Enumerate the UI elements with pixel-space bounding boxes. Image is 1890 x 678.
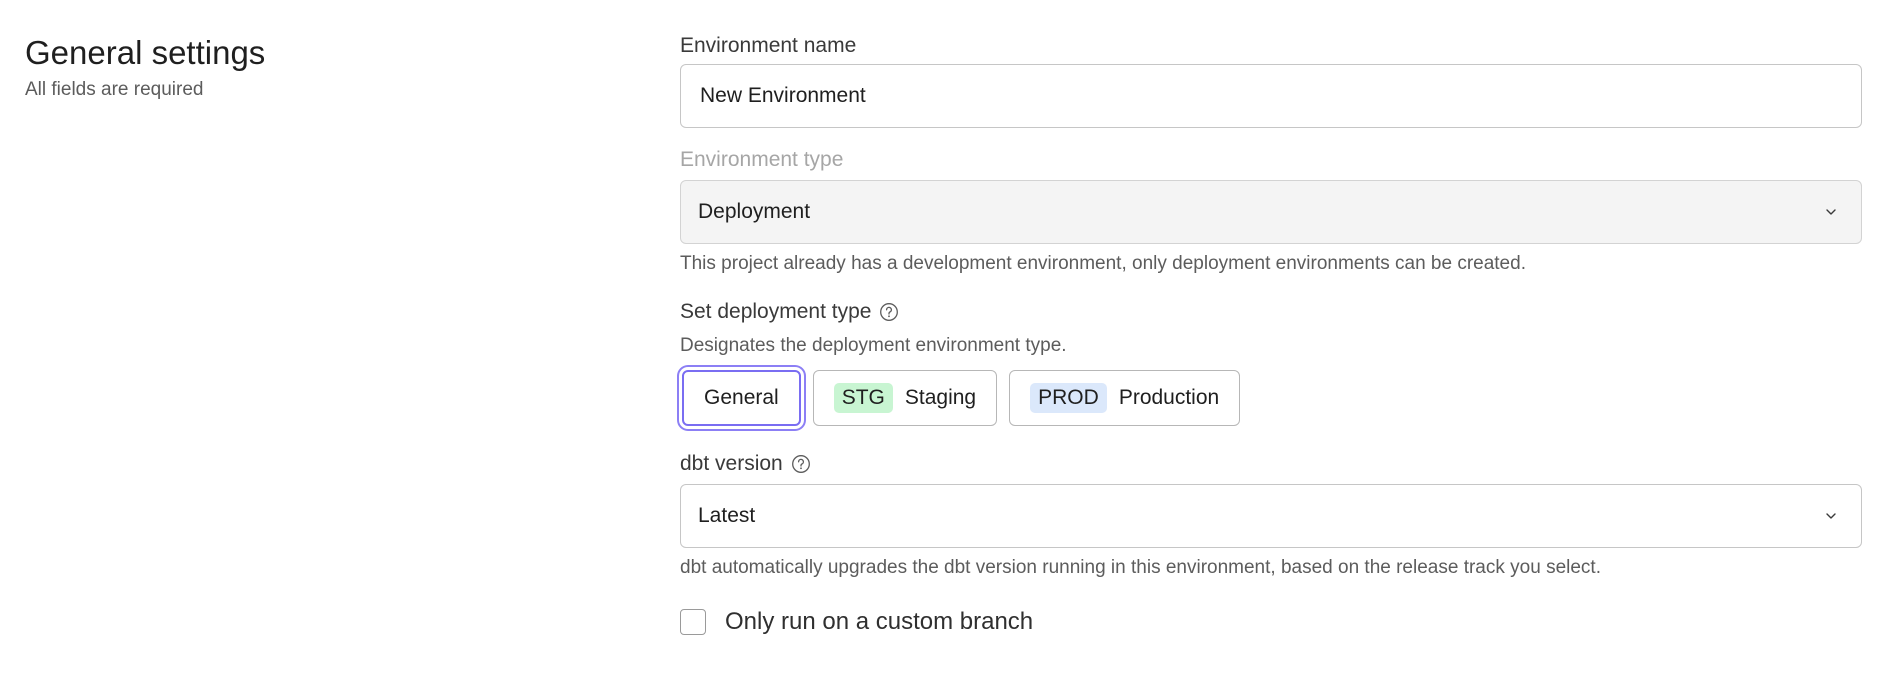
section-title: General settings <box>25 34 266 71</box>
staging-chip: STG <box>833 383 893 413</box>
environment-type-group: Environment type Deployment This project… <box>680 144 1862 276</box>
dbt-version-label: dbt version <box>680 452 783 475</box>
deployment-type-label-row: Set deployment type <box>680 296 1860 328</box>
dbt-version-help: dbt automatically upgrades the dbt versi… <box>680 557 1601 578</box>
question-circle-icon[interactable] <box>791 454 811 474</box>
section-subtitle: All fields are required <box>25 79 204 100</box>
deployment-type-staging-button[interactable]: STG Staging <box>812 370 998 426</box>
environment-type-select: Deployment <box>680 180 1862 244</box>
environment-type-value: Deployment <box>698 200 811 223</box>
custom-branch-label[interactable]: Only run on a custom branch <box>725 608 1034 635</box>
chevron-down-icon <box>1824 509 1838 523</box>
deployment-type-description: Designates the deployment environment ty… <box>680 335 1067 356</box>
dbt-version-select[interactable]: Latest <box>680 484 1862 548</box>
custom-branch-checkbox[interactable] <box>680 609 706 635</box>
chevron-down-icon <box>1824 205 1838 219</box>
custom-branch-row: Only run on a custom branch <box>680 608 1860 636</box>
deployment-type-options: General STG Staging PROD Production <box>680 370 1860 426</box>
deployment-type-general-button[interactable]: General <box>682 370 801 426</box>
environment-type-label: Environment type <box>680 148 844 171</box>
deployment-type-label: Set deployment type <box>680 300 872 323</box>
section-header: General settings All fields are required <box>25 30 265 102</box>
deployment-type-group: Set deployment type Designates the deplo… <box>680 296 1860 426</box>
environment-name-label: Environment name <box>680 34 857 57</box>
deployment-type-general-label: General <box>704 386 779 409</box>
dbt-version-group: dbt version Latest dbt automatically upg… <box>680 448 1862 580</box>
dbt-version-label-row: dbt version <box>680 448 1860 480</box>
environment-name-input[interactable] <box>680 64 1862 128</box>
deployment-type-staging-label: Staging <box>904 386 977 409</box>
environment-name-group: Environment name <box>680 30 1862 128</box>
question-circle-icon[interactable] <box>879 302 899 322</box>
settings-form: Environment name Environment type Deploy… <box>680 30 1862 636</box>
deployment-type-production-button[interactable]: PROD Production <box>1009 370 1241 426</box>
environment-type-help: This project already has a development e… <box>680 253 1526 274</box>
production-chip: PROD <box>1030 383 1107 413</box>
dbt-version-value: Latest <box>698 504 756 527</box>
deployment-type-production-label: Production <box>1118 386 1220 409</box>
